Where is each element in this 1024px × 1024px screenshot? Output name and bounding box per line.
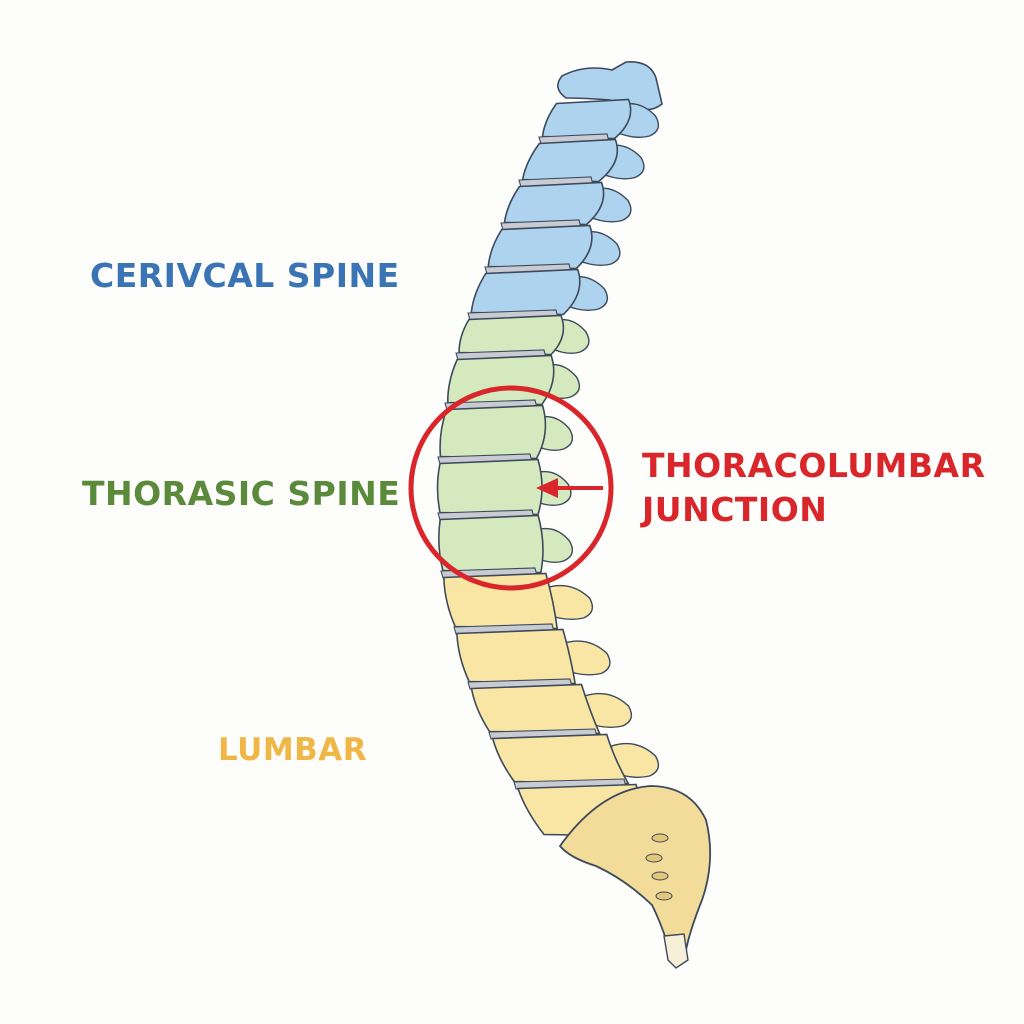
cervical-spine-label: CERIVCAL SPINE xyxy=(90,256,400,295)
cervical-vertebra xyxy=(487,224,593,270)
spine-illustration xyxy=(436,61,712,969)
lumbar-spinous-process xyxy=(562,640,611,676)
thoracic-vertebra xyxy=(438,514,544,574)
cervical-vertebra xyxy=(503,181,605,226)
lumbar-vertebra xyxy=(491,733,630,785)
lumbar-vertebra xyxy=(470,683,601,735)
atlas-vertebra xyxy=(557,61,663,111)
junction-highlight-circle xyxy=(408,385,614,591)
sacrum xyxy=(558,785,712,953)
sacral-foramen xyxy=(651,833,669,843)
lumbar-spinous-process xyxy=(610,742,660,779)
junction-arrow-icon xyxy=(536,478,603,498)
thoracic-vertebra xyxy=(439,404,547,460)
coccyx xyxy=(663,933,689,969)
thoracic-vertebra xyxy=(446,354,555,406)
cervical-vertebra xyxy=(541,98,632,140)
thoracolumbar-junction-label: THORACOLUMBAR JUNCTION xyxy=(642,444,986,532)
thoracic-vertebra xyxy=(458,314,565,356)
lumbar-spinous-process xyxy=(544,584,594,621)
junction-label-line-2: JUNCTION xyxy=(642,490,828,529)
thoracic-vertebra xyxy=(436,458,543,516)
lumbar-vertebra xyxy=(456,628,577,685)
cervical-vertebra xyxy=(470,268,581,316)
junction-label-line-1: THORACOLUMBAR xyxy=(642,446,986,485)
cervical-vertebra xyxy=(521,138,619,183)
lumbar-spinous-process xyxy=(583,692,633,729)
lumbar-label: LUMBAR xyxy=(218,732,368,768)
sacral-foramen xyxy=(651,871,669,881)
sacral-foramen xyxy=(655,891,673,901)
sacral-foramen xyxy=(645,853,663,863)
thoracic-spine-label: THORASIC SPINE xyxy=(82,474,401,513)
